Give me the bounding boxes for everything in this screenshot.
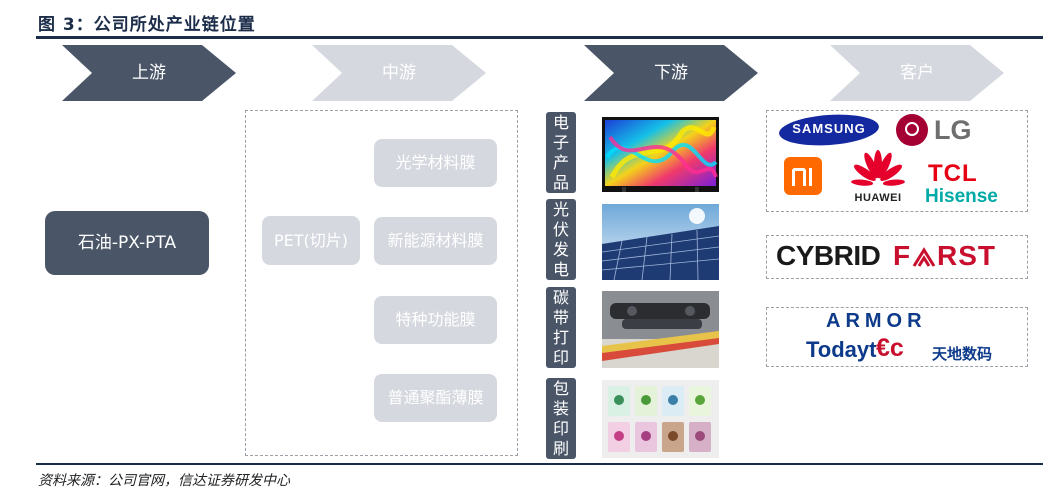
lg-logo-face (905, 122, 919, 136)
source-rule (36, 463, 1043, 465)
tv-photo (602, 117, 719, 192)
hisense-logo-text: Hisense (925, 186, 998, 207)
product-new-energy-film: 新能源材料膜 (374, 217, 497, 265)
label-char: 包 (552, 378, 569, 398)
label-char: 印 (552, 347, 569, 367)
label-char: 印 (552, 418, 569, 438)
samsung-logo-text: SAMSUNG (792, 121, 866, 136)
label-char: 装 (552, 398, 569, 418)
label-char: 光 (552, 199, 569, 219)
label-char: 伏 (552, 219, 569, 239)
packaging-photo (602, 380, 719, 458)
customer-group-2 (766, 235, 1028, 279)
label-char: 电 (552, 112, 569, 132)
label-char: 电 (552, 259, 569, 279)
midstream-container (245, 110, 518, 456)
lg-logo-text: LG (934, 115, 972, 145)
source-note: 资料来源：公司官网，信达证券研发中心 (38, 473, 290, 489)
stage-label: 中游 (382, 63, 416, 83)
mi-logo-glyph (792, 168, 806, 186)
mi-logo-glyph-bar (809, 168, 812, 186)
stage-label: 下游 (654, 63, 688, 83)
customer-group-1 (766, 110, 1028, 212)
first-logo-mark-icon (912, 247, 936, 267)
tiandi-logo-text: 天地数码 (932, 345, 993, 363)
downstream-label-electronics: 电 子 产 品 (546, 112, 576, 193)
tcl-logo-text: TCL (928, 160, 978, 187)
label-char: 打 (552, 327, 569, 347)
title-rule (36, 36, 1043, 39)
first-logo-rest-text: RST (937, 240, 996, 271)
label-char: 碳 (552, 287, 569, 307)
figure-title: 图 3：公司所处产业链位置 (38, 15, 256, 35)
label-char: 带 (552, 307, 569, 327)
label-char: 产 (552, 152, 569, 172)
stage-downstream-chevron: 下游 (584, 45, 758, 101)
ribbon-printer-photo (602, 291, 719, 368)
product-optical-film: 光学材料膜 (374, 139, 497, 187)
downstream-label-packaging-printing: 包 装 印 刷 (546, 378, 576, 459)
label-char: 发 (552, 239, 569, 259)
upstream-material-box: 石油-PX-PTA (45, 211, 209, 275)
stage-upstream-chevron: 上游 (62, 45, 236, 101)
customer-group-3 (766, 307, 1028, 367)
armor-logo-text: ARMOR (826, 310, 927, 332)
todaytec-logo-ec-text: €c (876, 334, 904, 362)
stage-label: 客户 (900, 63, 934, 83)
label-char: 刷 (552, 438, 569, 458)
cybrid-logo-text: CYBRID (776, 240, 881, 271)
first-logo-text: F (893, 240, 911, 271)
product-special-function-film: 特种功能膜 (374, 296, 497, 344)
stage-label: 上游 (132, 63, 166, 83)
downstream-label-photovoltaic: 光 伏 发 电 (546, 199, 576, 280)
todaytec-logo-text: Todayt (806, 337, 877, 362)
pet-chip-box: PET(切片) (262, 216, 360, 265)
solar-panel-photo (602, 204, 719, 280)
stage-customer-chevron: 客户 (830, 45, 1004, 101)
downstream-label-ribbon-printing: 碳 带 打 印 (546, 287, 576, 368)
stage-midstream-chevron: 中游 (312, 45, 486, 101)
label-char: 品 (552, 172, 569, 192)
huawei-logo-text: HUAWEI (854, 192, 902, 204)
huawei-flower-icon (851, 150, 905, 186)
product-common-polyester-film: 普通聚酯薄膜 (374, 374, 497, 422)
label-char: 子 (552, 132, 569, 152)
